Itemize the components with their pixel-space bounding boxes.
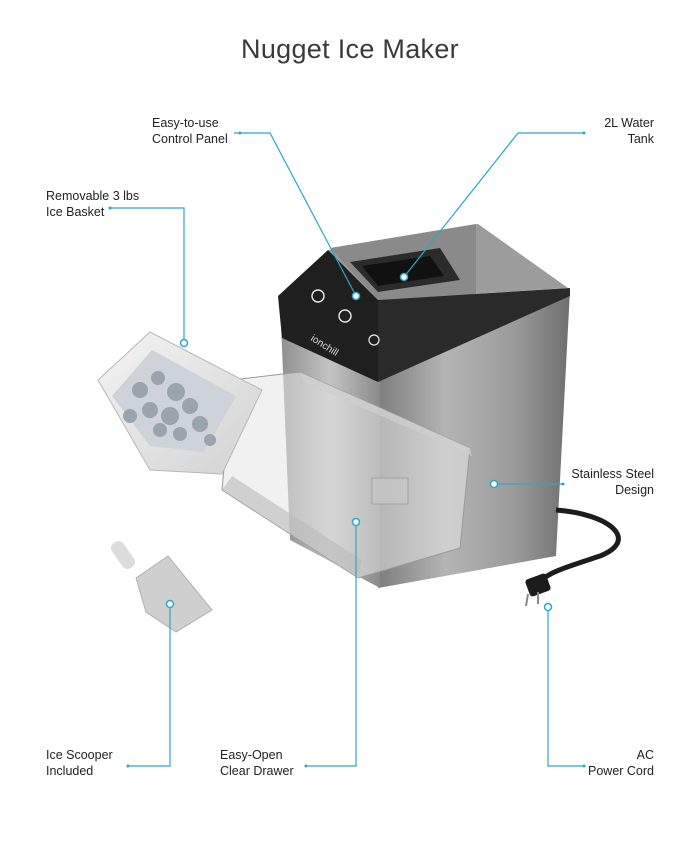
ice-nuggets [123,371,216,446]
power-cord [525,507,621,607]
callout-lines [110,132,584,767]
ice-scooper [111,541,213,633]
control-panel-band [278,250,378,382]
clear-drawer [221,371,472,579]
plug-icon [525,573,551,597]
power-button-icon [311,289,325,303]
page-title: Nugget Ice Maker [241,34,459,64]
ice-basket [97,331,263,475]
callout-dots [108,131,586,768]
light-indicator-icon [368,334,380,346]
select-button-icon [338,309,352,323]
